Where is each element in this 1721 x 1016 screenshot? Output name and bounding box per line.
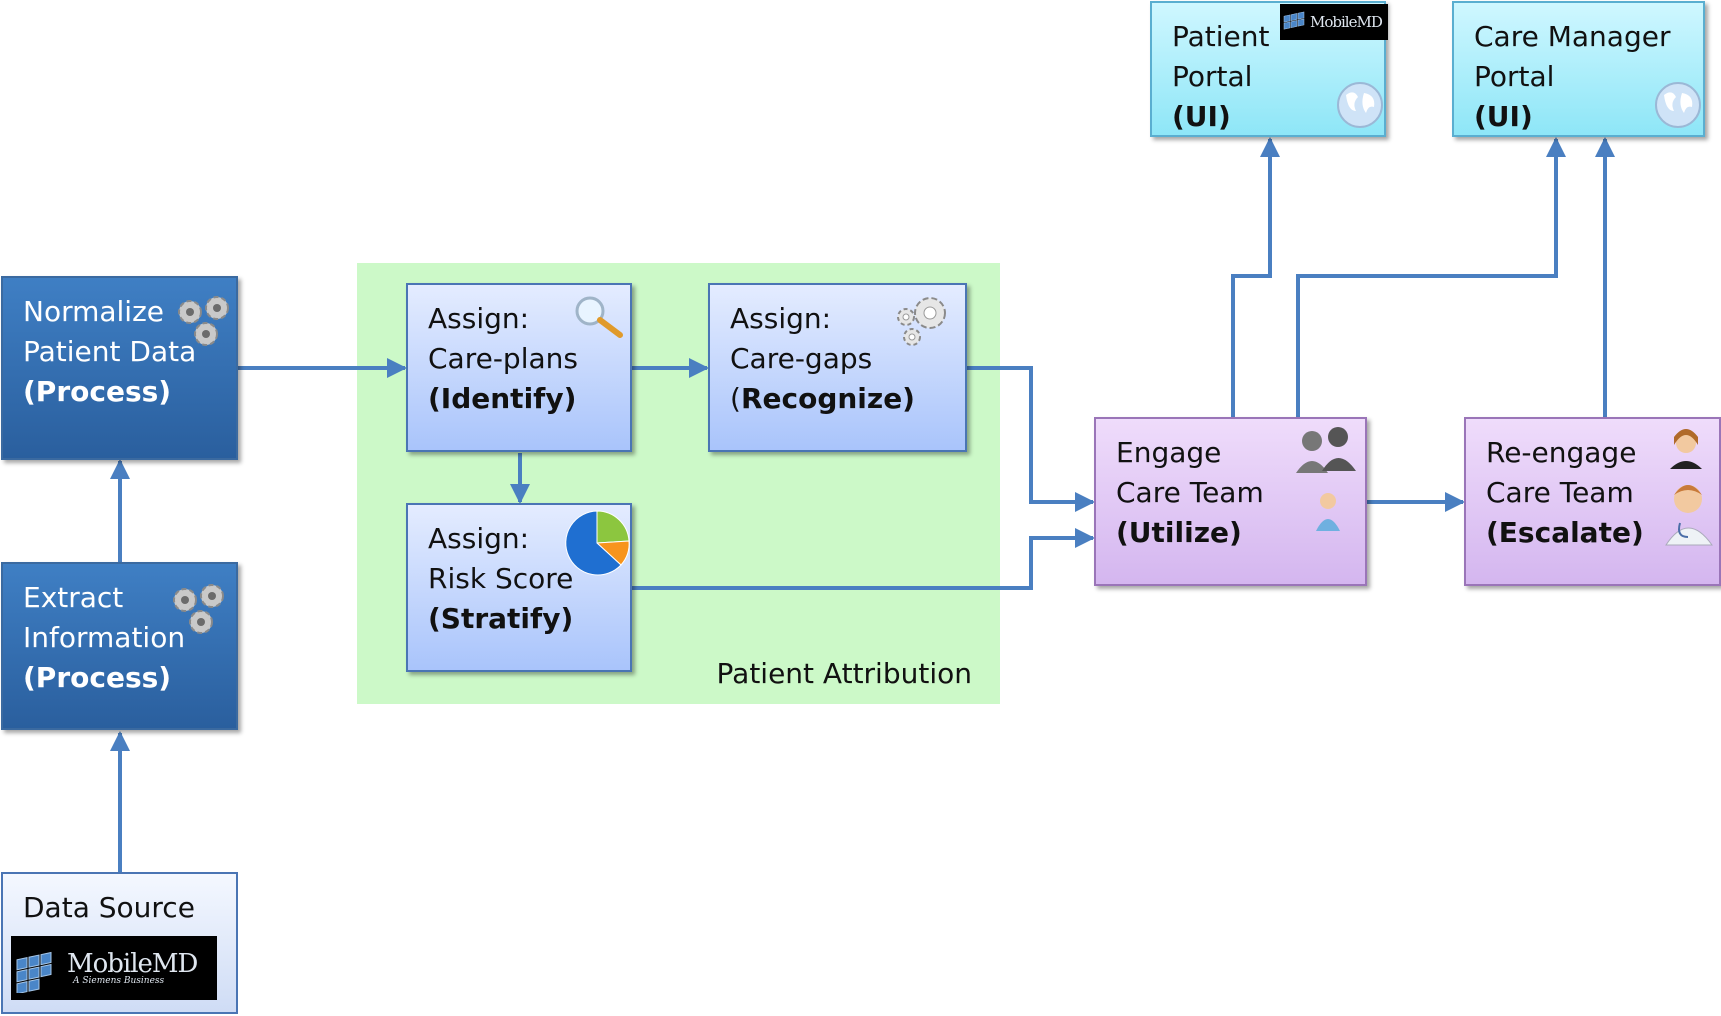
risk-line1: Assign:	[428, 522, 530, 555]
caregaps-line1: Assign:	[730, 302, 832, 335]
reengage-line3: (Escalate)	[1486, 516, 1644, 549]
extract-line2: Information	[23, 621, 186, 654]
manager-portal-line3: (UI)	[1474, 100, 1533, 133]
risk-line2: Risk Score	[428, 562, 574, 595]
reengage-line2: Care Team	[1486, 476, 1634, 509]
gears-icon	[897, 297, 946, 346]
connector-engage-to-manager-portal	[1296, 137, 1566, 417]
assign-care-gaps-node: Assign: Care-gaps (Recognize)	[708, 283, 967, 452]
patient-portal-node: Patient Portal (UI) MobileMD	[1150, 1, 1388, 137]
engage-line3: (Utilize)	[1116, 516, 1242, 549]
mobilemd-logo: MobileMD	[1280, 4, 1388, 40]
manager-portal-line2: Portal	[1474, 60, 1555, 93]
mobilemd-logo: MobileMD A Siemens Business	[11, 936, 217, 1000]
extract-line1: Extract	[23, 581, 124, 614]
mobilemd-logo-mark-icon	[16, 951, 52, 993]
data-source-label: Data Source	[23, 891, 195, 924]
doctor-icon	[1665, 429, 1713, 546]
magnifier-icon	[575, 296, 623, 338]
mobilemd-logo-subtitle: A Siemens Business	[73, 975, 165, 986]
mobilemd-logo-text: MobileMD	[67, 948, 198, 979]
engage-line2: Care Team	[1116, 476, 1264, 509]
caregaps-line3: Recognize)	[740, 382, 915, 415]
patient-attribution-label: Patient Attribution	[716, 657, 972, 690]
mobilemd-logo-mark-icon	[1283, 11, 1305, 30]
people-icon	[1296, 427, 1356, 531]
normalize-line1: Normalize	[23, 295, 165, 328]
assign-risk-score-node: Assign: Risk Score (Stratify)	[406, 503, 632, 672]
care-manager-portal-node: Care Manager Portal (UI)	[1452, 1, 1705, 137]
pie-chart-icon	[565, 510, 630, 576]
globe-icon	[1655, 82, 1701, 128]
data-source-node: Data Source MobileMD A Siemens Business	[1, 872, 238, 1014]
careplans-line1: Assign:	[428, 302, 530, 335]
patient-portal-line1: Patient	[1172, 20, 1270, 53]
assign-care-plans-node: Assign: Care-plans (Identify)	[406, 283, 632, 452]
normalize-line3: (Process)	[23, 375, 172, 408]
re-engage-care-team-node: Re-engage Care Team (Escalate)	[1464, 417, 1721, 586]
normalize-line2: Patient Data	[23, 335, 197, 368]
globe-icon	[1337, 82, 1383, 128]
caregaps-line3-prefix: (	[730, 382, 741, 415]
patient-portal-line3: (UI)	[1172, 100, 1231, 133]
gears-icon	[173, 584, 224, 634]
engage-line1: Engage	[1116, 436, 1222, 469]
extract-information-node: Extract Information (Process)	[1, 562, 238, 730]
connector-caregaps-to-engage	[967, 366, 1095, 512]
manager-portal-line1: Care Manager	[1474, 20, 1671, 53]
extract-line3: (Process)	[23, 661, 172, 694]
risk-line3: (Stratify)	[428, 602, 574, 635]
caregaps-line2: Care-gaps	[730, 342, 873, 375]
engage-care-team-node: Engage Care Team (Utilize)	[1094, 417, 1367, 586]
connector-risk-to-engage	[632, 528, 1095, 590]
careplans-line2: Care-plans	[428, 342, 578, 375]
gears-icon	[178, 296, 229, 346]
normalize-patient-data-node: Normalize Patient Data (Process)	[1, 276, 238, 460]
reengage-line1: Re-engage	[1486, 436, 1637, 469]
connector-engage-to-patient-portal	[1231, 137, 1280, 417]
patient-portal-line2: Portal	[1172, 60, 1253, 93]
careplans-line3: (Identify)	[428, 382, 577, 415]
mobilemd-logo-text: MobileMD	[1310, 13, 1383, 31]
